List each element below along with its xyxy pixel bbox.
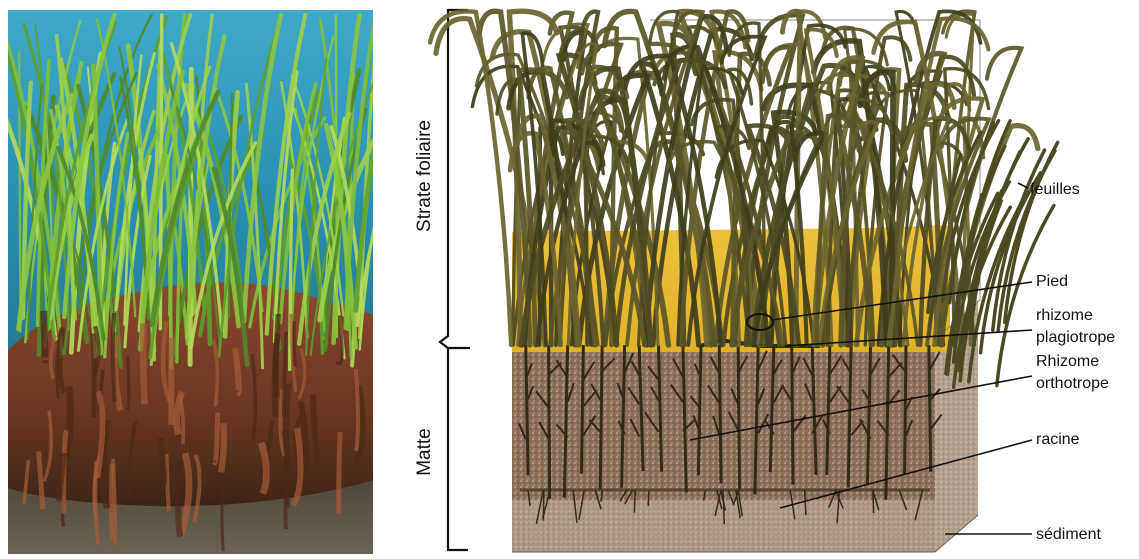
seagrass-photo [8, 10, 373, 554]
matte-label: Matte [414, 428, 435, 476]
seagrass-photo-illustration [8, 10, 373, 554]
label-rhizome-plagiotrope-1: rhizome [1036, 307, 1093, 324]
label-rhizome-orthotrope-2: orthotrope [1036, 375, 1109, 392]
matte-bracket [448, 348, 470, 550]
label-feuilles: feuilles [1030, 181, 1080, 198]
strate-foliaire-bracket [440, 10, 468, 348]
label-rhizome-plagiotrope-2: plagiotrope [1036, 329, 1115, 346]
posidonia-cross-section-diagram: Strate foliaire Matte [400, 0, 1139, 554]
label-pied: Pied [1036, 273, 1068, 290]
label-sediment: sédiment [1036, 526, 1101, 543]
label-racine: racine [1036, 431, 1080, 448]
label-rhizome-orthotrope-1: Rhizome [1036, 353, 1099, 370]
strate-foliaire-label: Strate foliaire [414, 120, 435, 232]
